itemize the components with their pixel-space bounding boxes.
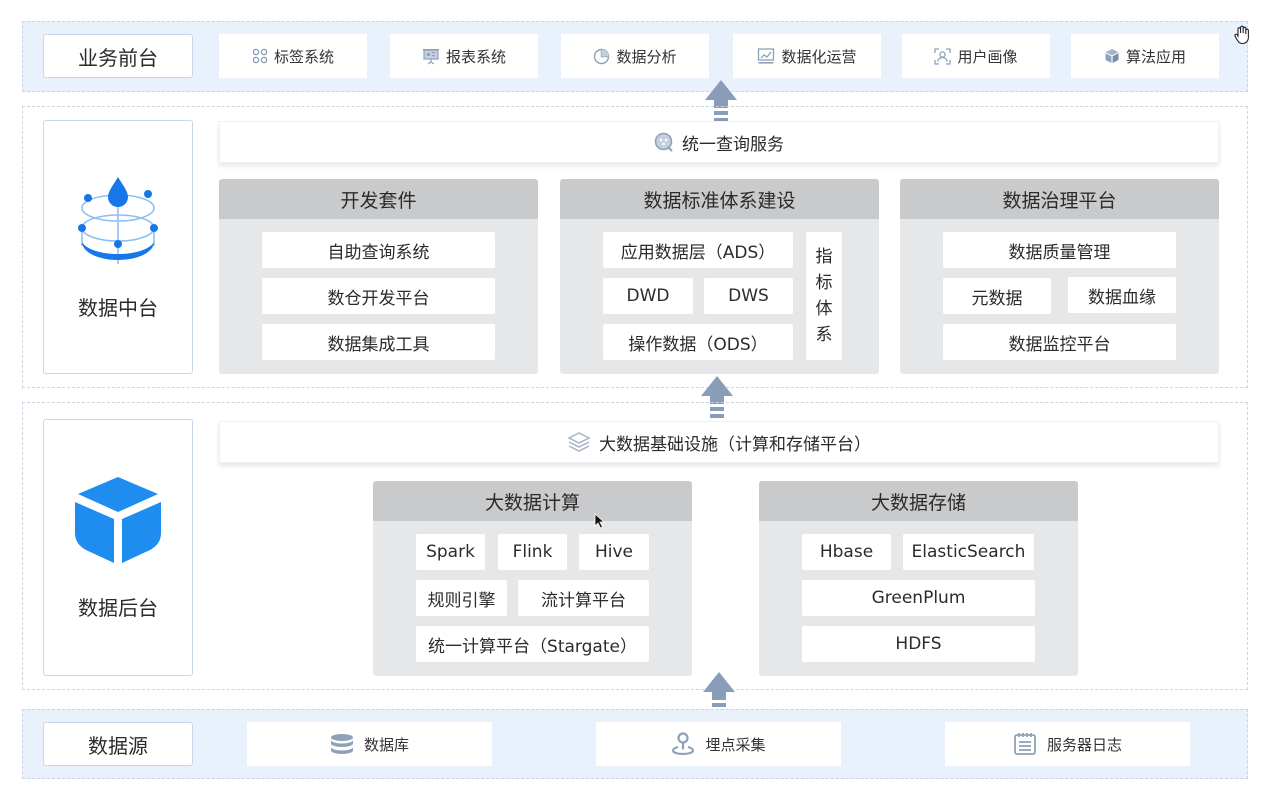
metrics-char: 指: [815, 247, 833, 267]
dev-kit-title: 开发套件: [219, 179, 538, 219]
spark-item[interactable]: Spark: [416, 534, 485, 570]
query-service-label: 统一查询服务: [682, 134, 784, 155]
data-standards-group: 数据标准体系建设 应用数据层（ADS） DWD DWS 操作数据（ODS） 指 …: [560, 179, 879, 374]
metrics-system-item[interactable]: 指 标 体 系: [806, 232, 842, 360]
unified-compute-item[interactable]: 统一计算平台（Stargate）: [416, 626, 649, 662]
source-item-server-logs[interactable]: 服务器日志: [945, 722, 1190, 766]
source-item-label: 埋点采集: [705, 735, 766, 754]
box-icon: [75, 477, 161, 563]
line-chart-icon: [758, 48, 775, 64]
source-item-tracking[interactable]: 埋点采集: [596, 722, 841, 766]
backend-layer-label: 数据后台: [43, 419, 193, 676]
front-item-operations[interactable]: 数据化运营: [733, 34, 881, 78]
front-item-label: 用户画像: [957, 47, 1018, 66]
front-item-tags[interactable]: 标签系统: [219, 34, 367, 78]
middle-layer: [22, 106, 1248, 388]
arrow-up-icon: [705, 80, 737, 122]
query-search-icon: [654, 132, 673, 152]
governance-group: 数据治理平台 数据质量管理 元数据 数据血缘 数据监控平台: [900, 179, 1219, 374]
sources-layer-label: 数据源: [43, 722, 193, 766]
ads-item[interactable]: 应用数据层（ADS）: [603, 232, 793, 268]
monitoring-item[interactable]: 数据监控平台: [943, 324, 1176, 360]
sources-layer-title: 数据源: [88, 733, 148, 758]
query-service-band[interactable]: 统一查询服务: [219, 121, 1219, 163]
source-item-database[interactable]: 数据库: [247, 722, 492, 766]
dev-kit-item[interactable]: 数据集成工具: [262, 324, 495, 360]
front-item-label: 报表系统: [445, 47, 506, 66]
metrics-char: 系: [815, 325, 833, 345]
governance-title: 数据治理平台: [900, 179, 1219, 219]
compute-title: 大数据计算: [373, 481, 692, 521]
front-layer-title: 业务前台: [78, 45, 158, 70]
stream-compute-item[interactable]: 流计算平台: [518, 580, 649, 616]
dws-item[interactable]: DWS: [704, 278, 793, 314]
lineage-item[interactable]: 数据血缘: [1068, 277, 1176, 313]
front-item-reports[interactable]: 报表系统: [390, 34, 538, 78]
user-scan-icon: [934, 47, 952, 65]
flink-item[interactable]: Flink: [498, 534, 567, 570]
hand-cursor-icon: [1234, 25, 1249, 45]
dev-kit-item[interactable]: 数仓开发平台: [262, 278, 495, 314]
infra-label: 大数据基础设施（计算和存储平台）: [599, 434, 871, 455]
presentation-icon: [422, 49, 439, 65]
mouse-pointer-icon: [594, 513, 605, 529]
front-item-label: 算法应用: [1125, 47, 1186, 66]
dev-kit-item[interactable]: 自助查询系统: [262, 232, 495, 268]
grid-icon: [252, 48, 268, 64]
data-globe-icon: [78, 176, 158, 264]
dev-kit-group: 开发套件 自助查询系统 数仓开发平台 数据集成工具: [219, 179, 538, 374]
front-item-label: 数据化运营: [781, 47, 857, 66]
compute-group: 大数据计算 Spark Flink Hive 规则引擎 流计算平台 统一计算平台…: [373, 481, 692, 676]
hdfs-item[interactable]: HDFS: [802, 626, 1035, 662]
backend-layer-title: 数据后台: [78, 596, 158, 620]
front-item-algorithm[interactable]: 算法应用: [1071, 34, 1219, 78]
middle-layer-label: 数据中台: [43, 120, 193, 374]
dwd-item[interactable]: DWD: [603, 278, 693, 314]
pie-chart-icon: [594, 48, 610, 64]
location-pin-icon: [672, 732, 695, 756]
data-quality-item[interactable]: 数据质量管理: [943, 232, 1176, 268]
source-item-label: 服务器日志: [1046, 735, 1122, 754]
source-item-label: 数据库: [363, 735, 409, 754]
cube-icon: [1105, 49, 1119, 63]
arrow-up-icon: [701, 376, 733, 418]
storage-group: 大数据存储 Hbase ElasticSearch GreenPlum HDFS: [759, 481, 1078, 676]
metrics-char: 标: [815, 273, 833, 293]
notepad-icon: [1014, 733, 1036, 755]
backend-layer: [22, 402, 1248, 690]
database-icon: [330, 734, 353, 754]
hbase-item[interactable]: Hbase: [802, 534, 891, 570]
rules-engine-item[interactable]: 规则引擎: [416, 580, 507, 616]
front-item-label: 数据分析: [616, 47, 677, 66]
front-item-user-profile[interactable]: 用户画像: [902, 34, 1050, 78]
storage-title: 大数据存储: [759, 481, 1078, 521]
elasticsearch-item[interactable]: ElasticSearch: [903, 534, 1034, 570]
front-item-label: 标签系统: [273, 47, 334, 66]
layers-icon: [567, 432, 591, 452]
greenplum-item[interactable]: GreenPlum: [802, 580, 1035, 616]
data-standards-title: 数据标准体系建设: [560, 179, 879, 219]
metadata-item[interactable]: 元数据: [943, 278, 1051, 314]
infra-band[interactable]: 大数据基础设施（计算和存储平台）: [219, 421, 1219, 463]
front-layer-label: 业务前台: [43, 34, 193, 78]
ods-item[interactable]: 操作数据（ODS）: [603, 324, 793, 360]
front-item-analysis[interactable]: 数据分析: [561, 34, 709, 78]
middle-layer-title: 数据中台: [78, 295, 158, 320]
metrics-char: 体: [815, 299, 833, 319]
hive-item[interactable]: Hive: [579, 534, 649, 570]
